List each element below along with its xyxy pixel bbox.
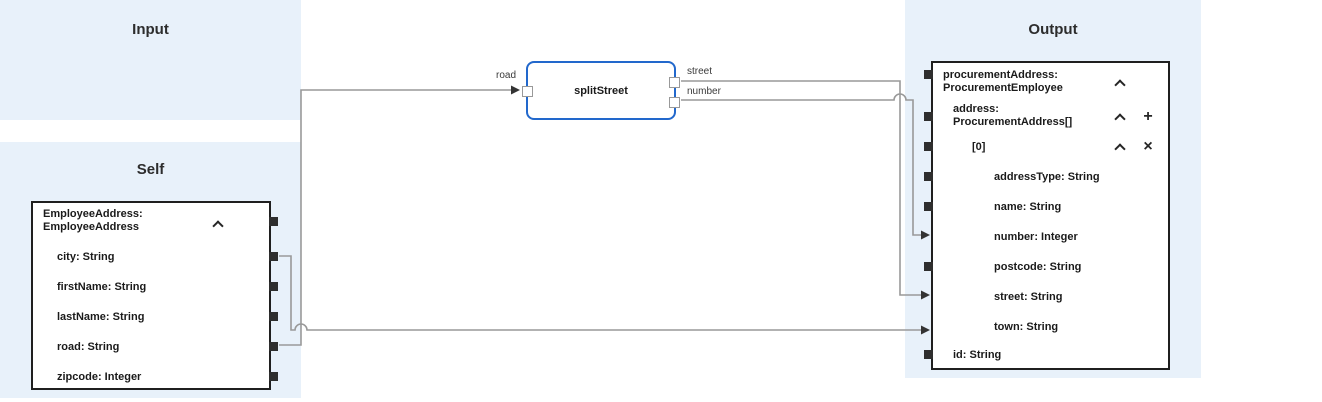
function-node-splitstreet[interactable]: splitStreet bbox=[522, 61, 680, 120]
port-label-road: road bbox=[495, 70, 516, 81]
output-node-header-line2: ProcurementEmployee bbox=[943, 82, 1063, 94]
arrowhead-street bbox=[921, 290, 930, 300]
port-address[interactable] bbox=[924, 112, 933, 121]
self-document-node: EmployeeAddress: EmployeeAddress city: S… bbox=[31, 201, 278, 390]
add-array-element-button[interactable]: + bbox=[1143, 108, 1153, 125]
port-index-0[interactable] bbox=[924, 142, 933, 151]
output-document-node: procurementAddress: ProcurementEmployee … bbox=[924, 61, 1170, 370]
field-row-town[interactable]: town: String bbox=[994, 321, 1059, 333]
self-node-header-line2: EmployeeAddress bbox=[43, 221, 139, 233]
field-row-postcode[interactable]: postcode: String bbox=[994, 261, 1082, 273]
input-panel: Input bbox=[0, 0, 301, 120]
field-row-firstname[interactable]: firstName: String bbox=[57, 281, 147, 293]
field-row-addresstype[interactable]: addressType: String bbox=[994, 171, 1100, 183]
connection-splitstreet-number[interactable] bbox=[681, 93, 921, 236]
connection-city-to-town[interactable] bbox=[279, 255, 921, 331]
function-node-label: splitStreet bbox=[574, 84, 628, 97]
port-label-number: number bbox=[687, 86, 721, 97]
field-row-number[interactable]: number: Integer bbox=[994, 231, 1078, 243]
port-name[interactable] bbox=[924, 202, 933, 211]
field-row-lastname[interactable]: lastName: String bbox=[57, 311, 145, 323]
chevron-up-icon[interactable] bbox=[1115, 142, 1125, 152]
port-lastname[interactable] bbox=[269, 312, 278, 321]
field-row-city[interactable]: city: String bbox=[57, 251, 115, 263]
port-firstname[interactable] bbox=[269, 282, 278, 291]
port-postcode[interactable] bbox=[924, 262, 933, 271]
function-output-port-street[interactable] bbox=[669, 77, 680, 88]
output-node-header-line1: procurementAddress: bbox=[943, 69, 1058, 81]
function-output-port-number[interactable] bbox=[669, 97, 680, 108]
port-employeeaddress[interactable] bbox=[269, 217, 278, 226]
field-row-zipcode[interactable]: zipcode: Integer bbox=[57, 371, 142, 383]
connection-splitstreet-street[interactable] bbox=[681, 80, 921, 296]
port-id[interactable] bbox=[924, 350, 933, 359]
field-row-id[interactable]: id: String bbox=[953, 349, 1002, 361]
connection-road-to-splitstreet[interactable] bbox=[279, 89, 511, 346]
input-panel-title: Input bbox=[132, 21, 169, 38]
port-label-street: street bbox=[687, 66, 713, 77]
field-row-street[interactable]: street: String bbox=[994, 291, 1063, 303]
arrowhead-number bbox=[921, 230, 930, 240]
chevron-up-icon[interactable] bbox=[213, 219, 223, 229]
arrowhead-splitstreet-road bbox=[511, 85, 520, 95]
port-addresstype[interactable] bbox=[924, 172, 933, 181]
chevron-up-icon[interactable] bbox=[1115, 78, 1125, 88]
array-index-row[interactable]: [0] bbox=[972, 141, 986, 153]
address-row-line1: address: bbox=[953, 103, 999, 115]
self-panel-title: Self bbox=[136, 161, 165, 178]
output-node-header[interactable]: procurementAddress: ProcurementEmployee bbox=[943, 69, 1063, 95]
self-node-header[interactable]: EmployeeAddress: EmployeeAddress bbox=[43, 208, 143, 234]
self-node-header-line1: EmployeeAddress: bbox=[43, 208, 143, 220]
field-row-name[interactable]: name: String bbox=[994, 201, 1062, 213]
port-procurementaddress[interactable] bbox=[924, 70, 933, 79]
port-zipcode[interactable] bbox=[269, 372, 278, 381]
field-row-address[interactable]: address: ProcurementAddress[] bbox=[953, 103, 1072, 129]
remove-array-element-button[interactable]: × bbox=[1143, 138, 1153, 155]
address-row-line2: ProcurementAddress[] bbox=[953, 116, 1073, 128]
output-panel-title: Output bbox=[1028, 21, 1078, 38]
field-row-road[interactable]: road: String bbox=[57, 341, 120, 353]
port-city[interactable] bbox=[269, 252, 278, 261]
port-road[interactable] bbox=[269, 342, 278, 351]
chevron-up-icon[interactable] bbox=[1115, 112, 1125, 122]
arrowhead-town bbox=[921, 325, 930, 335]
function-input-port-road[interactable] bbox=[522, 86, 533, 97]
